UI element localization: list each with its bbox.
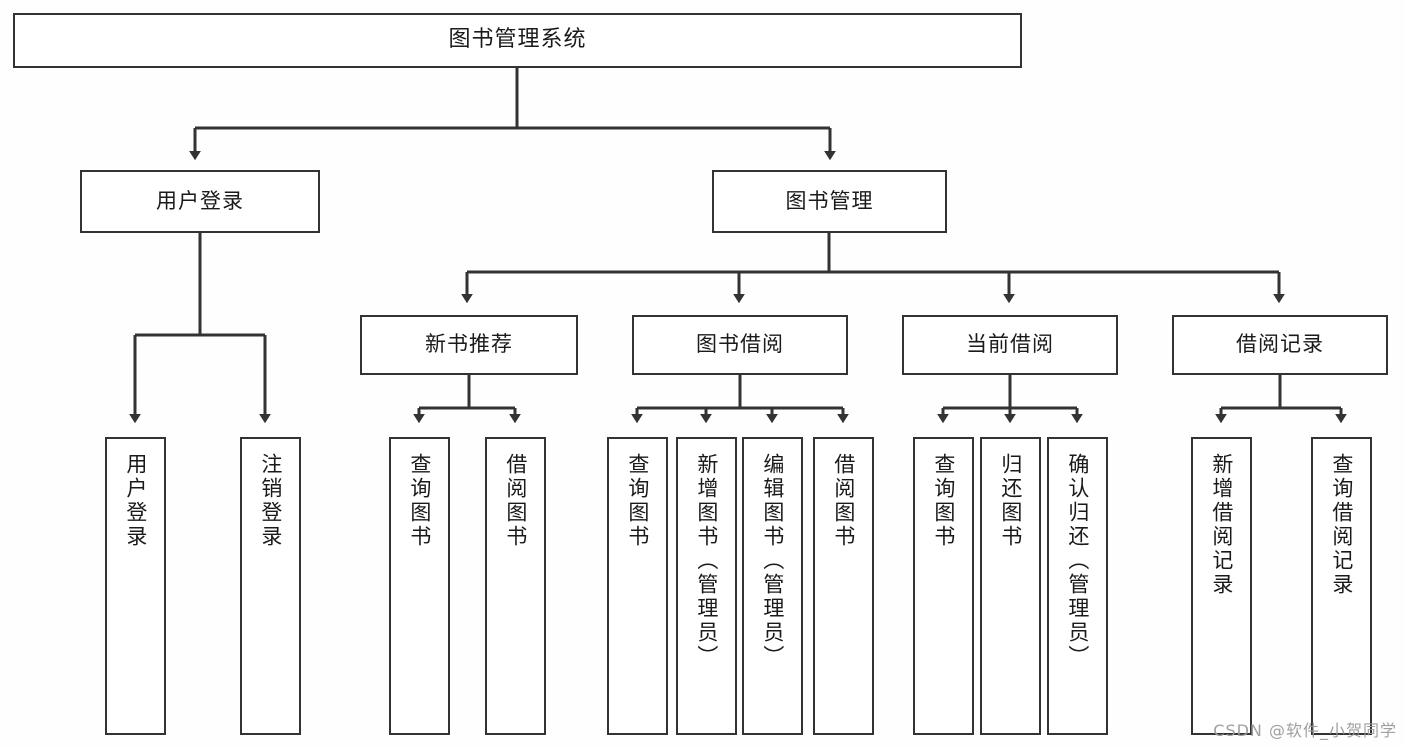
node-label: 借阅图书	[831, 453, 856, 549]
node-label: 新增借阅记录	[1209, 453, 1234, 597]
leaf-query-book-current[interactable]: 查询图书	[913, 437, 974, 735]
leaf-return-book[interactable]: 归还图书	[980, 437, 1041, 735]
csdn-watermark: CSDN @软件_小贺同学	[1213, 721, 1397, 740]
node-book-borrow[interactable]: 图书借阅	[632, 315, 848, 375]
leaf-confirm-return-admin[interactable]: 确认归还（管理员）	[1047, 437, 1108, 735]
node-label: 用户登录	[123, 453, 148, 549]
node-label: 图书管理系统	[448, 27, 587, 53]
node-label: 借阅记录	[1236, 332, 1324, 357]
leaf-add-book-admin[interactable]: 新增图书（管理员）	[676, 437, 737, 735]
node-label: 新书推荐	[425, 332, 513, 357]
node-label: 当前借阅	[966, 332, 1054, 357]
node-label: 查询借阅记录	[1329, 453, 1354, 597]
node-current-borrow[interactable]: 当前借阅	[902, 315, 1118, 375]
node-label: 借阅图书	[503, 453, 528, 549]
leaf-user-login[interactable]: 用户登录	[105, 437, 166, 735]
leaf-borrow-book-recommend[interactable]: 借阅图书	[485, 437, 546, 735]
node-user-login[interactable]: 用户登录	[80, 170, 320, 233]
node-label: 确认归还（管理员）	[1065, 453, 1090, 669]
node-label: 新增图书（管理员）	[694, 453, 719, 669]
node-borrow-record[interactable]: 借阅记录	[1172, 315, 1388, 375]
node-label: 查询图书	[625, 453, 650, 549]
node-label: 归还图书	[998, 453, 1023, 549]
node-label: 用户登录	[156, 188, 244, 213]
node-new-book-recommend[interactable]: 新书推荐	[360, 315, 578, 375]
node-label: 图书借阅	[696, 332, 784, 357]
node-label: 查询图书	[407, 453, 432, 549]
node-label: 编辑图书（管理员）	[760, 453, 785, 669]
leaf-query-book-recommend[interactable]: 查询图书	[389, 437, 450, 735]
node-root-book-management-system[interactable]: 图书管理系统	[13, 13, 1022, 68]
node-label: 查询图书	[931, 453, 956, 549]
leaf-query-book-borrow[interactable]: 查询图书	[607, 437, 668, 735]
leaf-edit-book-admin[interactable]: 编辑图书（管理员）	[742, 437, 803, 735]
node-label: 注销登录	[258, 453, 283, 549]
leaf-borrow-book[interactable]: 借阅图书	[813, 437, 874, 735]
node-book-management[interactable]: 图书管理	[712, 170, 947, 233]
node-label: 图书管理	[785, 188, 874, 213]
leaf-logout[interactable]: 注销登录	[240, 437, 301, 735]
leaf-add-borrow-record[interactable]: 新增借阅记录	[1191, 437, 1252, 735]
leaf-query-borrow-record[interactable]: 查询借阅记录	[1311, 437, 1372, 735]
